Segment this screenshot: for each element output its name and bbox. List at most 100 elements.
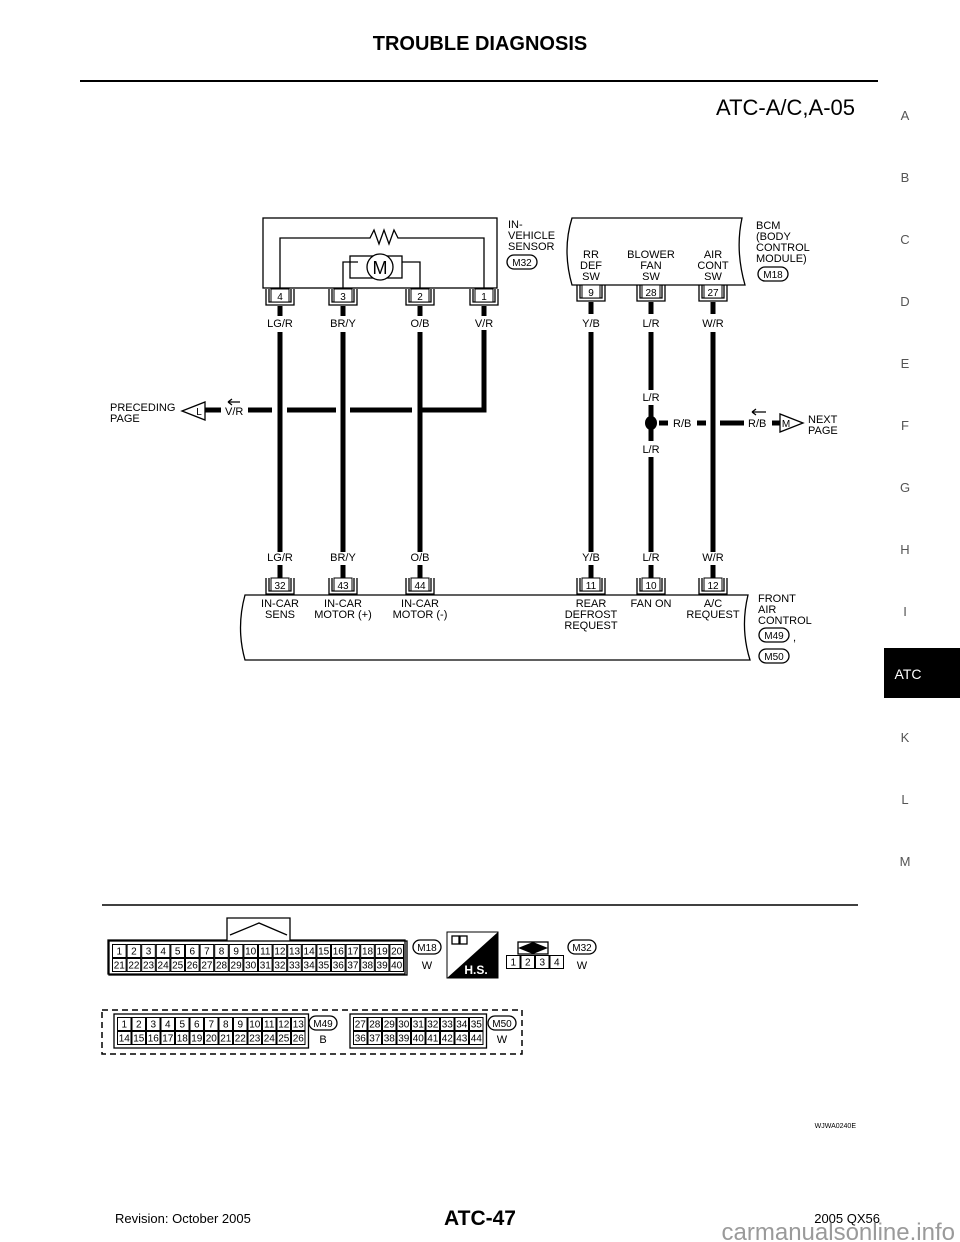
pin-cell xyxy=(160,1017,175,1031)
pin-number: 39 xyxy=(398,1034,410,1045)
pin-number: 3 xyxy=(146,947,152,958)
side-index-g[interactable]: G xyxy=(900,480,910,495)
svg-text:W: W xyxy=(422,960,433,972)
pin-cell xyxy=(301,958,317,972)
pin-number: 40 xyxy=(391,961,403,972)
sensor-name: SENSOR xyxy=(508,241,555,253)
pin-cell xyxy=(233,1017,248,1031)
wire-color-label: O/B xyxy=(411,318,430,330)
pin-cell xyxy=(374,958,390,972)
fac-function-label: SENS xyxy=(265,609,295,621)
pin-number: 7 xyxy=(204,947,210,958)
pin-number: 43 xyxy=(456,1034,468,1045)
side-index-f[interactable]: F xyxy=(901,418,909,433)
fac-function-label: REQUEST xyxy=(686,609,739,621)
svg-text:,: , xyxy=(793,632,796,644)
pin-number: 4 xyxy=(554,958,560,969)
pin-number: 31 xyxy=(260,961,272,972)
svg-text:PAGE: PAGE xyxy=(110,413,140,425)
pin-number: 27 xyxy=(355,1020,367,1031)
pin-cell xyxy=(218,1031,233,1045)
pin-number: 17 xyxy=(162,1034,174,1045)
next-page-arrow[interactable] xyxy=(779,413,805,433)
pin-cell xyxy=(520,955,535,969)
pin-number: 35 xyxy=(318,961,330,972)
pin-number: 28 xyxy=(216,961,228,972)
splice-dot xyxy=(645,416,657,430)
pin-cell xyxy=(146,1031,161,1045)
pin-number: 8 xyxy=(219,947,225,958)
pin-cell xyxy=(411,1031,426,1045)
pin-cell xyxy=(506,955,521,969)
pin-number: 23 xyxy=(143,961,155,972)
pin-number: 44 xyxy=(471,1034,483,1045)
pin-number: 35 xyxy=(471,1020,483,1031)
side-index-active-tab[interactable] xyxy=(884,648,960,698)
pin-number: 16 xyxy=(333,947,345,958)
pin-cell xyxy=(301,944,317,958)
svg-text:FRONT: FRONT xyxy=(758,593,796,605)
side-index-l[interactable]: L xyxy=(901,792,908,807)
wire-color-label: O/B xyxy=(411,552,430,564)
wire-color-label: LG/R xyxy=(267,318,293,330)
side-index-h[interactable]: H xyxy=(900,542,909,557)
pin-cell xyxy=(440,1017,455,1031)
svg-text:L/R: L/R xyxy=(642,392,659,404)
pin-cell xyxy=(126,958,142,972)
fac-function-label: A/C xyxy=(704,598,722,610)
side-index-c[interactable]: C xyxy=(900,232,909,247)
pin-number: 29 xyxy=(231,961,243,972)
pin-number: 1 xyxy=(117,947,123,958)
vr-wire-label: V/R xyxy=(225,406,243,418)
svg-text:BLOWER: BLOWER xyxy=(627,249,675,261)
pin-cell xyxy=(291,1031,306,1045)
sensor-terminal: 3 xyxy=(340,292,346,303)
svg-text:W: W xyxy=(497,1034,508,1046)
pin-number: 13 xyxy=(289,947,301,958)
svg-text:M18: M18 xyxy=(417,943,437,954)
pin-cell xyxy=(425,1017,440,1031)
side-index-m[interactable]: M xyxy=(900,854,911,869)
pin-number: 27 xyxy=(201,961,213,972)
svg-text:RR: RR xyxy=(583,249,599,261)
preceding-page-arrow[interactable] xyxy=(180,401,206,421)
fac-terminal: 32 xyxy=(274,581,286,592)
pin-number: 8 xyxy=(223,1020,229,1031)
fac-terminal: 44 xyxy=(414,581,426,592)
svg-text:SW: SW xyxy=(642,271,660,283)
pin-number: 37 xyxy=(369,1034,381,1045)
sensor-terminal: 4 xyxy=(277,292,283,303)
side-index-e[interactable]: E xyxy=(901,356,910,371)
figure-code: WJWA0240E xyxy=(815,1123,857,1130)
pin-number: 28 xyxy=(369,1020,381,1031)
pin-number: 2 xyxy=(131,947,137,958)
pin-cell xyxy=(214,944,229,958)
pin-number: 9 xyxy=(237,1020,243,1031)
pin-number: 21 xyxy=(220,1034,232,1045)
pin-cell xyxy=(353,1031,368,1045)
fac-function-label: REQUEST xyxy=(564,620,617,632)
pin-number: 32 xyxy=(427,1020,439,1031)
pin-number: 13 xyxy=(293,1020,305,1031)
pin-cell xyxy=(287,958,302,972)
page-header-title: TROUBLE DIAGNOSIS xyxy=(373,33,587,55)
side-index-b[interactable]: B xyxy=(901,170,910,185)
pin-cell xyxy=(199,958,215,972)
side-index-d[interactable]: D xyxy=(900,294,909,309)
pin-cell xyxy=(549,955,564,969)
pin-cell xyxy=(131,1017,146,1031)
side-index-a[interactable]: A xyxy=(901,108,910,123)
svg-text:R/B: R/B xyxy=(748,418,766,430)
pin-cell xyxy=(367,1031,382,1045)
pin-cell xyxy=(425,1031,440,1045)
fac-function-label: DEFROST xyxy=(565,609,618,621)
side-index-i[interactable]: I xyxy=(903,604,907,619)
svg-text:B: B xyxy=(319,1034,326,1046)
side-index-k[interactable]: K xyxy=(901,730,910,745)
pin-number: 38 xyxy=(384,1034,396,1045)
side-index-atc[interactable]: ATC xyxy=(895,666,922,682)
